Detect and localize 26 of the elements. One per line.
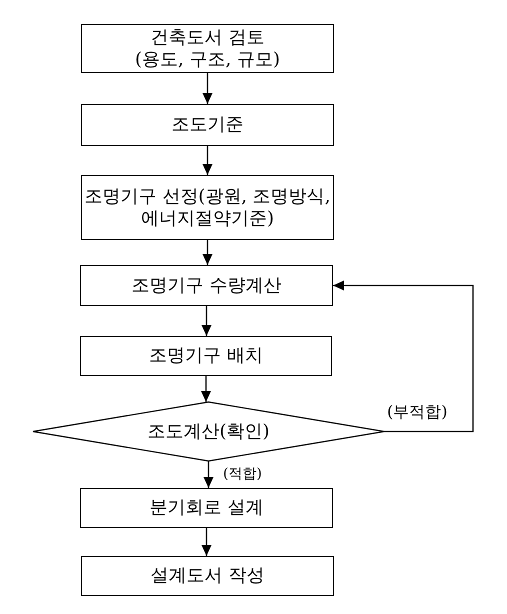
process-box: [80, 265, 333, 306]
process-box: [81, 556, 334, 596]
arrow: [201, 376, 211, 402]
process-box: [81, 24, 334, 73]
decision-diamond: [33, 402, 384, 461]
step-text: 설계도서 작성: [150, 565, 264, 587]
step-text: 조도기준: [172, 114, 244, 136]
arrow: [202, 528, 212, 556]
arrow: [204, 461, 214, 488]
process-box: [80, 488, 333, 528]
edge-label: (부적합): [386, 403, 448, 422]
process-box: [81, 175, 334, 240]
step-text: 조명기구 수량계산: [132, 274, 282, 296]
process-box: [80, 336, 332, 376]
arrow: [202, 146, 212, 175]
step-text: 건축도서 검토 (용도, 구조, 규모): [134, 26, 281, 70]
edge-label: (적합): [222, 466, 263, 482]
step-text: 조도계산(확인): [147, 420, 270, 442]
feedback-arrow: [333, 280, 474, 432]
arrow: [202, 306, 212, 336]
step-text: 분기회로 설계: [150, 497, 264, 519]
process-box: [81, 104, 334, 146]
step-text: 조명기구 배치: [149, 345, 263, 367]
step-text: 조명기구 선정(광원, 조명방식, 에너지절약기준): [84, 186, 332, 230]
arrow: [202, 73, 212, 104]
arrow: [202, 240, 212, 265]
